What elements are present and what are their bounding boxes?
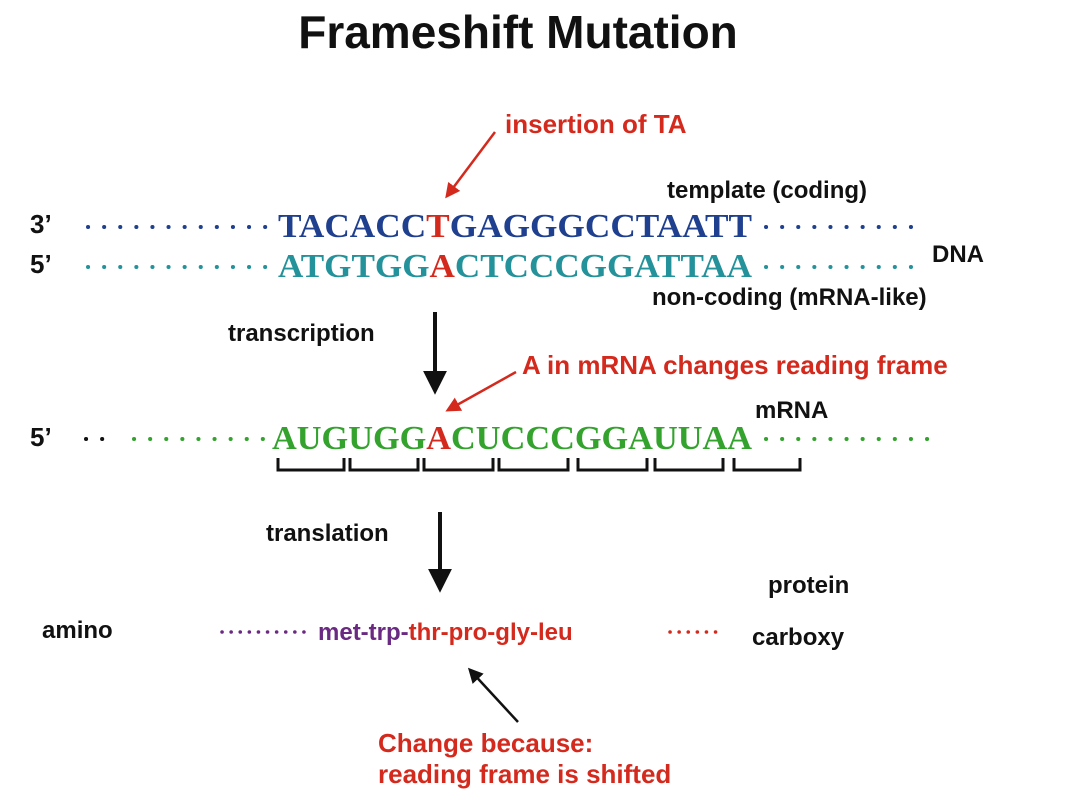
protein-sequence: met-trp-thr-pro-gly-leu — [318, 619, 573, 646]
codon-bracket — [732, 458, 802, 472]
translation-label: translation — [266, 520, 389, 547]
mrna-seq-before: AUGUGG — [272, 420, 426, 457]
codon-bracket — [497, 458, 570, 472]
protein-change-line2: reading frame is shifted — [378, 759, 671, 789]
dna-label: DNA — [932, 241, 984, 268]
mrna-end-label: 5’ — [30, 422, 52, 452]
noncoding-inserted-base: A — [430, 248, 456, 285]
codon-bracket — [422, 458, 495, 472]
codon-bracket — [276, 458, 346, 472]
protein-change-arrow — [467, 667, 519, 723]
protein-label: protein — [768, 572, 849, 599]
codon-brackets — [276, 458, 802, 472]
protein-unchanged: met-trp- — [318, 619, 409, 646]
mrna-sequence: AUGUGGACUCCCGGAUUAA — [272, 420, 752, 457]
protein-change-line1: Change because: — [378, 728, 593, 758]
transcription-label: transcription — [228, 320, 375, 347]
noncoding-seq-before: ATGTGG — [278, 248, 430, 285]
codon-bracket — [348, 458, 420, 472]
insertion-annotation: insertion of TA — [505, 109, 687, 139]
mrna-change-arrow — [445, 370, 517, 412]
noncoding-strand-label: non-coding (mRNA-like) — [652, 284, 927, 311]
template-end-label: 3’ — [30, 209, 52, 239]
insertion-arrow — [445, 131, 496, 199]
protein-changed: thr-pro-gly-leu — [409, 619, 573, 646]
mrna-label: mRNA — [755, 397, 828, 424]
noncoding-end-label: 5’ — [30, 249, 52, 279]
diagram-title: Frameshift Mutation — [298, 6, 738, 58]
template-strand-label: template (coding) — [667, 177, 867, 204]
amino-terminus-label: amino — [42, 617, 113, 644]
mrna-seq-after: CUCCCGGAUUAA — [451, 420, 752, 457]
noncoding-seq-after: CTCCCGGATTAA — [455, 248, 753, 285]
carboxy-terminus-label: carboxy — [752, 624, 845, 651]
mrna-inserted-base: A — [426, 420, 451, 457]
template-inserted-base: T — [426, 208, 450, 245]
template-seq-after: GAGGGCCTAATT — [450, 208, 753, 245]
template-seq-before: TACACC — [278, 208, 426, 245]
codon-bracket — [576, 458, 649, 472]
codon-bracket — [653, 458, 725, 472]
mrna-change-annotation: A in mRNA changes reading frame — [522, 350, 948, 380]
